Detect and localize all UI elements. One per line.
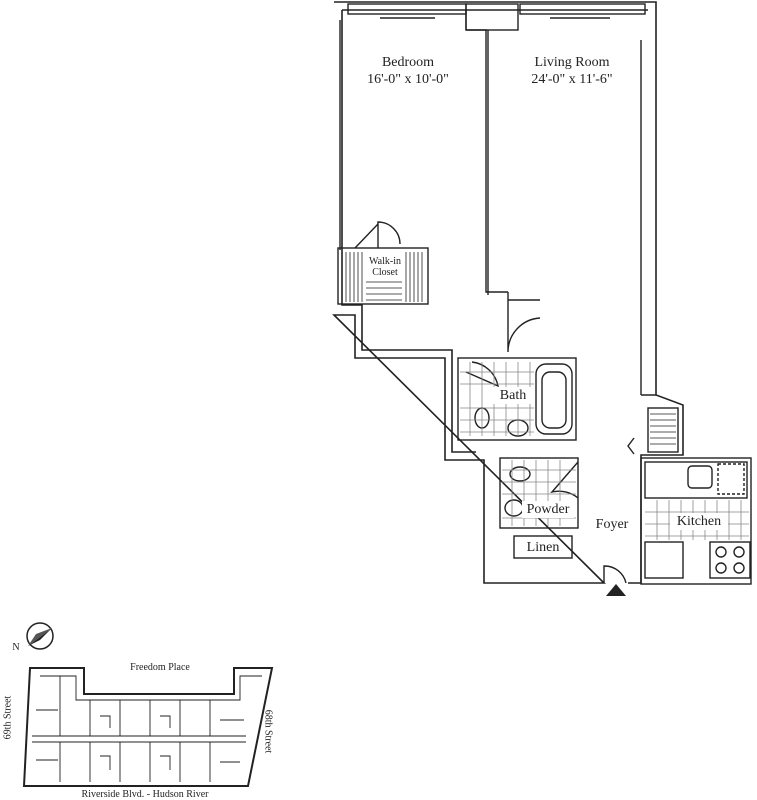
walk-in-closet-label: Walk-in Closet	[369, 256, 401, 278]
column	[465, 3, 519, 31]
building-outline	[22, 667, 274, 787]
powder-toilet	[509, 466, 531, 482]
dishwasher	[717, 463, 745, 495]
walk-in-closet	[337, 247, 429, 305]
foyer-closet-slats	[650, 413, 676, 445]
powder-room	[499, 457, 579, 529]
stove	[709, 541, 751, 579]
foyer-label: Foyer	[595, 517, 629, 532]
linen-closet	[513, 535, 573, 559]
foyer-closet	[647, 407, 679, 453]
east-street-label: 68th Street	[262, 709, 274, 754]
bedroom-inner-wall	[339, 10, 467, 250]
bath-room	[457, 357, 577, 441]
powder-door	[550, 461, 579, 499]
entry-door	[603, 565, 627, 584]
partition-wall	[466, 29, 508, 295]
bath-label: Bath	[493, 387, 533, 404]
bedroom-door	[507, 292, 541, 353]
compass-north-label: N	[12, 642, 20, 653]
powder-sink	[504, 499, 524, 517]
kitchen-room	[640, 457, 752, 585]
bath-door	[465, 361, 499, 388]
kitchen-counter	[644, 461, 748, 499]
kitchen-sink	[687, 465, 713, 489]
site-map	[22, 667, 274, 787]
linen-label: Linen	[526, 540, 560, 555]
refrigerator	[644, 541, 684, 579]
closet-slats	[341, 252, 423, 302]
compass-icon	[26, 622, 54, 650]
kitchen-label: Kitchen	[670, 513, 728, 530]
powder-label: Powder	[522, 501, 574, 518]
outer-wall-inner-line	[341, 9, 648, 453]
south-street-label: Riverside Blvd. - Hudson River	[81, 789, 209, 800]
bedroom-label: Bedroom 16'-0" x 10'-0"	[367, 55, 449, 87]
west-street-label: 69th Street	[2, 695, 14, 740]
entry-marker	[606, 584, 626, 596]
north-street-label: Freedom Place	[130, 662, 190, 673]
window	[519, 3, 646, 15]
living-room-label: Living Room 24'-0" x 11'-6"	[531, 55, 613, 87]
window	[347, 3, 467, 15]
bathtub	[535, 363, 573, 435]
